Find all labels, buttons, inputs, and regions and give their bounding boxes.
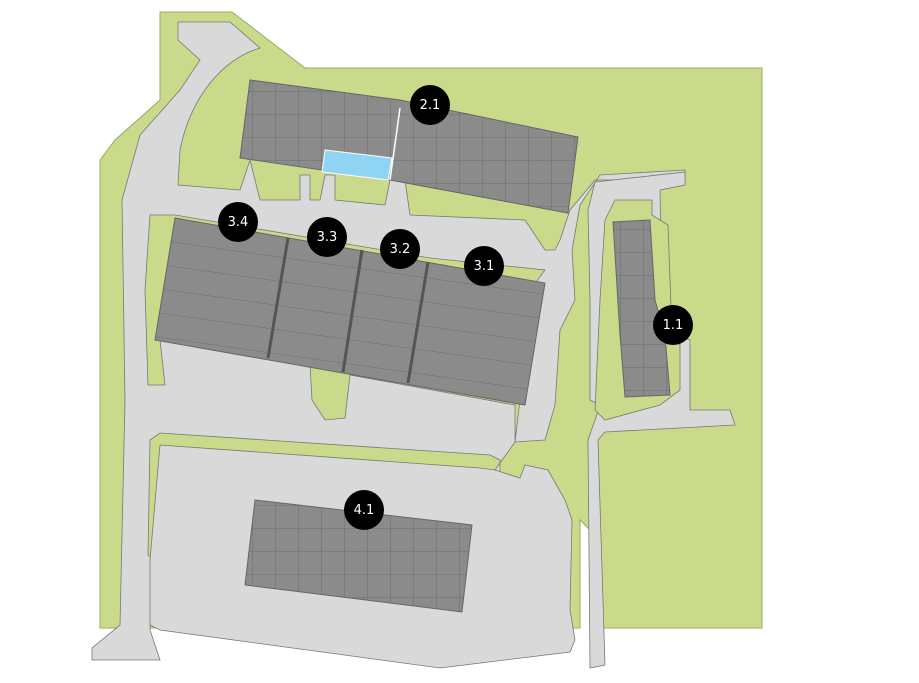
marker-2-1[interactable]: 2.1 bbox=[410, 85, 450, 125]
marker-4-1[interactable]: 4.1 bbox=[344, 490, 384, 530]
marker-1-1[interactable]: 1.1 bbox=[653, 305, 693, 345]
building-4-1 bbox=[244, 499, 473, 613]
highlighted-unit bbox=[321, 149, 393, 181]
building-1-1 bbox=[612, 219, 671, 398]
building-2-1 bbox=[239, 79, 579, 214]
building-3-dividers bbox=[266, 237, 430, 384]
marker-3-2[interactable]: 3.2 bbox=[380, 229, 420, 269]
building-2-1-divider bbox=[389, 107, 401, 181]
marker-3-4[interactable]: 3.4 bbox=[218, 202, 258, 242]
marker-3-1[interactable]: 3.1 bbox=[464, 246, 504, 286]
building-3 bbox=[154, 217, 546, 406]
marker-3-3[interactable]: 3.3 bbox=[307, 217, 347, 257]
